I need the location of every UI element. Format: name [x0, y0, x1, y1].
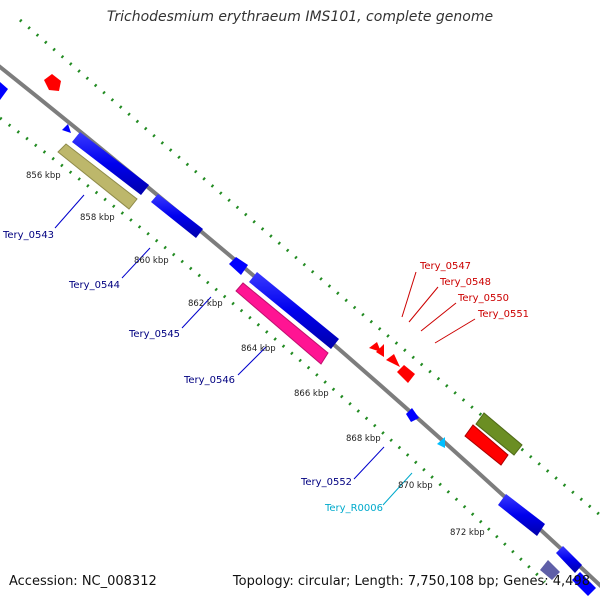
- leader-tery-0551: [434, 318, 476, 344]
- gene-tery-0544: [151, 194, 203, 238]
- topology-text: Topology: circular; Length: 7,750,108 bp…: [232, 574, 590, 589]
- tick-870: 870 kbp: [398, 481, 433, 491]
- gene-slate: [540, 560, 560, 580]
- gene-tery-0546: [235, 282, 329, 365]
- leader-lines: [54, 194, 476, 506]
- leader-tery-0546: [237, 346, 267, 376]
- tick-864: 864 kbp: [241, 344, 276, 354]
- label-tery-0546[interactable]: Tery_0546: [183, 375, 235, 386]
- gene-tery-0545: [249, 272, 339, 349]
- label-tery-0543[interactable]: Tery_0543: [2, 230, 54, 241]
- gene-forward-bottom-2: [556, 546, 582, 573]
- gene-tery-0547b: [376, 344, 384, 357]
- gene-tery-0550: [397, 365, 415, 383]
- label-tery-0550[interactable]: Tery_0550: [457, 293, 509, 304]
- gene-olive: [475, 412, 523, 456]
- leader-tery-0547: [401, 271, 417, 318]
- label-tery-0551[interactable]: Tery_0551: [477, 309, 529, 320]
- gene-forward-small-1: [62, 124, 71, 133]
- gene-forward-small-2: [229, 257, 248, 275]
- label-tery-0544[interactable]: Tery_0544: [68, 280, 120, 291]
- tick-862: 862 kbp: [188, 299, 223, 309]
- tick-856: 856 kbp: [26, 171, 61, 181]
- gene-tery-0548: [386, 354, 400, 367]
- inner-dotted-track: [0, 116, 547, 584]
- gene-forward-bottom-3: [572, 572, 596, 596]
- label-tery-0548[interactable]: Tery_0548: [439, 277, 491, 288]
- leader-tery-0545: [181, 296, 212, 329]
- leader-tery-0552: [353, 446, 385, 480]
- gene-reverse-large: [464, 424, 509, 466]
- genes: [0, 74, 596, 596]
- gene-forward-edge: [0, 82, 8, 100]
- label-tery-0547[interactable]: Tery_0547: [419, 261, 471, 272]
- accession-text: Accession: NC_008312: [9, 574, 157, 589]
- tick-868: 868 kbp: [346, 434, 381, 444]
- gene-forward-bottom-1: [498, 494, 545, 536]
- rna-tery-r0006: [437, 437, 445, 448]
- tick-labels: 856 kbp 858 kbp 860 kbp 862 kbp 864 kbp …: [26, 171, 485, 538]
- gene-tery-0552: [406, 408, 419, 422]
- gene-tery-0547: [369, 342, 381, 352]
- leader-tery-0543: [54, 194, 85, 229]
- label-tery-r0006[interactable]: Tery_R0006: [324, 503, 383, 514]
- leader-tery-r0006: [382, 472, 413, 506]
- leader-tery-0550: [420, 302, 457, 332]
- gene-labels: Tery_0543 Tery_0544 Tery_0545 Tery_0546 …: [2, 230, 529, 514]
- label-tery-0552[interactable]: Tery_0552: [300, 477, 352, 488]
- dotted-tracks: [0, 18, 600, 584]
- label-tery-0545[interactable]: Tery_0545: [128, 329, 180, 340]
- leader-tery-0544: [121, 247, 151, 279]
- tick-866: 866 kbp: [294, 389, 329, 399]
- tick-860: 860 kbp: [134, 256, 169, 266]
- gene-reverse-top: [44, 74, 61, 91]
- gene-khaki: [57, 143, 138, 210]
- tick-858: 858 kbp: [80, 213, 115, 223]
- tick-872: 872 kbp: [450, 528, 485, 538]
- map-title: Trichodesmium erythraeum IMS101, complet…: [106, 9, 494, 25]
- gene-tery-0543: [72, 132, 149, 195]
- leader-tery-0548: [408, 286, 439, 323]
